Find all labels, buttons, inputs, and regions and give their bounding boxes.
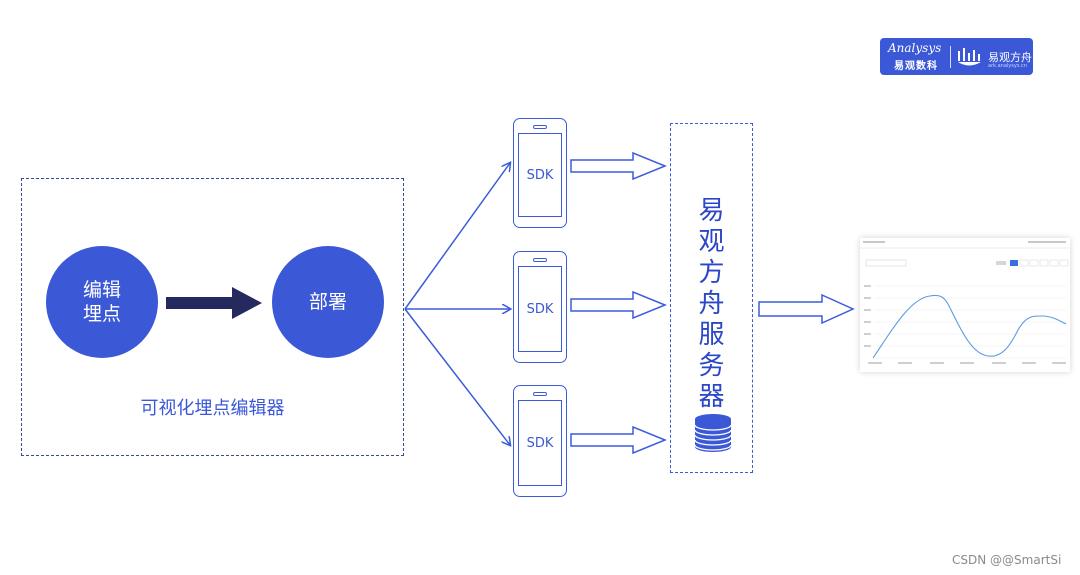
hollow-arrow-middle [570, 290, 667, 320]
phone-screen: SDK [518, 133, 562, 217]
footer-credit: CSDN @@SmartSi [952, 553, 1062, 567]
brand-logo: Analysys 易观数科 易观方舟 ark.analysys.cn [880, 38, 1033, 75]
sdk-label: SDK [526, 435, 554, 451]
phone-speaker [533, 392, 547, 396]
server-title-char: 服 [698, 320, 725, 350]
brand-en-text: Analysys [888, 41, 942, 55]
edit-tracking-circle: 编辑 埋点 [46, 246, 158, 358]
deploy-circle: 部署 [272, 246, 384, 358]
phone-screen: SDK [518, 266, 562, 352]
product-url-text: ark.analysys.cn [988, 63, 1027, 69]
edit-circle-line2: 埋点 [82, 303, 121, 325]
hollow-arrow-top [570, 151, 667, 181]
deploy-circle-label: 部署 [308, 291, 347, 313]
edit-circle-line1: 编辑 [82, 279, 121, 301]
server-title-char: 方 [698, 258, 725, 288]
phone-sdk-top: SDK [513, 118, 567, 228]
deploy-arrow [166, 287, 262, 319]
brand-cn-text: 易观数科 [894, 61, 938, 72]
phone-screen: SDK [518, 400, 562, 486]
sdk-label: SDK [526, 301, 554, 317]
logo-divider [950, 46, 951, 68]
hollow-arrow-output [758, 293, 855, 325]
phone-speaker [533, 125, 547, 129]
server-title: 易 观 方 舟 服 务 器 [670, 196, 753, 413]
fanout-line-top [404, 163, 510, 310]
server-title-char: 观 [698, 227, 725, 257]
sdk-label: SDK [526, 167, 554, 183]
dashboard-thumbnail [860, 238, 1070, 372]
phone-speaker [533, 258, 547, 262]
fanout-line-bottom [404, 308, 510, 445]
dashboard-thumbnail-graphic [860, 241, 1070, 364]
product-name-text: 易观方舟 [988, 51, 1032, 64]
server-title-char: 舟 [698, 289, 725, 319]
server-title-char: 器 [698, 382, 725, 412]
ark-logo-icon [958, 48, 981, 66]
hollow-arrow-bottom [570, 425, 667, 455]
server-box [670, 123, 753, 473]
server-title-char: 易 [698, 196, 725, 226]
visual-editor-label: 可视化埋点编辑器 [140, 398, 285, 419]
phone-sdk-middle: SDK [513, 251, 567, 363]
server-title-char: 务 [698, 351, 725, 381]
phone-sdk-bottom: SDK [513, 385, 567, 497]
database-icon [694, 414, 732, 452]
visual-editor-box [21, 178, 404, 456]
